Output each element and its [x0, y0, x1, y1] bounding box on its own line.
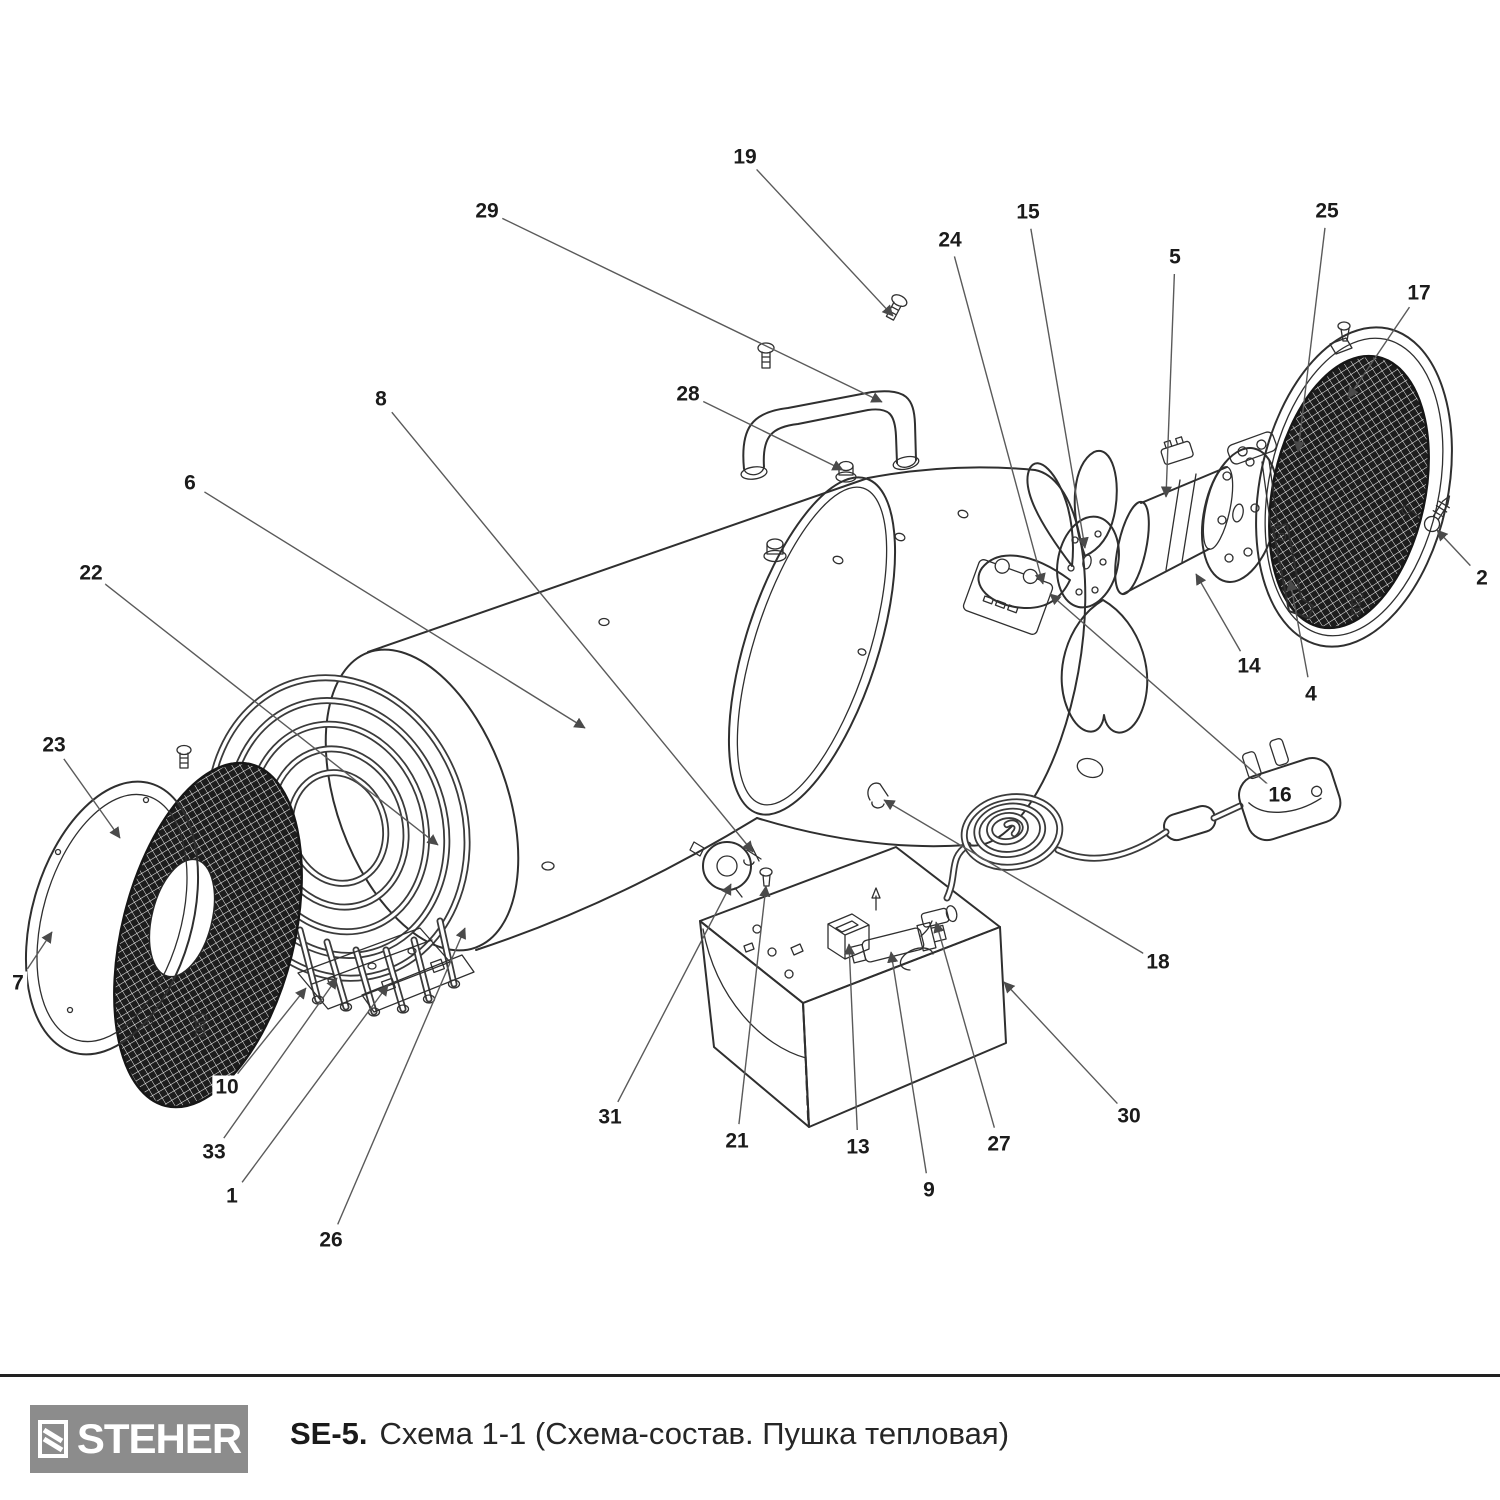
handle — [740, 390, 920, 480]
leader-15 — [1030, 228, 1089, 549]
hose-fitting — [920, 905, 958, 928]
leader-10 — [237, 987, 307, 1075]
steher-logo: STEHER — [30, 1405, 248, 1473]
leader-33 — [223, 977, 338, 1139]
main-body — [324, 466, 1104, 952]
handle-screw-a — [757, 342, 775, 369]
callout-23: 23 — [39, 733, 69, 757]
model-code: SE-5. — [290, 1416, 368, 1451]
front-grille-screw-bottom — [192, 1012, 208, 1037]
callout-28: 28 — [673, 382, 703, 406]
callout-9: 9 — [920, 1178, 938, 1202]
leader-17 — [1347, 306, 1411, 399]
callout-6: 6 — [181, 471, 199, 495]
handle-screw-b — [885, 294, 908, 321]
caption-text: Схема 1-1 (Схема-состав. Пушка тепловая) — [379, 1416, 1010, 1451]
callout-29: 29 — [472, 199, 502, 223]
front-grille-screw-top — [176, 744, 192, 769]
callout-30: 30 — [1114, 1104, 1144, 1128]
callout-25: 25 — [1312, 199, 1342, 223]
leader-23 — [63, 758, 121, 839]
rating-plate-cutout — [962, 558, 1054, 635]
fan — [977, 449, 1149, 734]
rear-grille-mesh — [1268, 354, 1430, 630]
callout-19: 19 — [730, 145, 760, 169]
grille-screw-top — [1337, 321, 1351, 342]
callout-14: 14 — [1234, 654, 1264, 678]
callout-33: 33 — [199, 1140, 229, 1164]
handle-nut-a — [763, 538, 787, 563]
leader-6 — [204, 491, 586, 729]
flame-sensor — [743, 844, 762, 866]
power-cord — [943, 793, 1170, 902]
callout-4: 4 — [1302, 682, 1320, 706]
callout-8: 8 — [372, 387, 390, 411]
leader-29 — [501, 217, 883, 403]
front-grille-mesh — [113, 761, 303, 1109]
callout-13: 13 — [843, 1135, 873, 1159]
footer: STEHER SE-5. Схема 1-1 (Схема-состав. Пуш… — [0, 1374, 1500, 1500]
motor — [1114, 436, 1234, 596]
steher-logo-icon — [37, 1420, 68, 1458]
leader-27 — [933, 921, 996, 1128]
knob — [689, 841, 752, 898]
front-ring — [24, 780, 200, 1056]
leader-4 — [1286, 579, 1309, 678]
leader-26 — [337, 927, 467, 1225]
callout-22: 22 — [76, 561, 106, 585]
box-screw — [759, 867, 773, 887]
mount-bracket — [1272, 523, 1314, 619]
callout-10: 10 — [212, 1075, 242, 1099]
leader-13 — [843, 943, 858, 1131]
leader-14 — [1195, 573, 1242, 652]
callout-1: 1 — [223, 1184, 241, 1208]
callout-5: 5 — [1166, 245, 1184, 269]
callout-18: 18 — [1143, 950, 1173, 974]
grille-bracket-upper — [1227, 431, 1277, 465]
callout-31: 31 — [595, 1105, 625, 1129]
leader-25 — [1293, 227, 1326, 453]
leader-5 — [1160, 273, 1176, 498]
leader-8 — [391, 411, 754, 853]
caption: SE-5. Схема 1-1 (Схема-состав. Пушка тепл… — [290, 1416, 1009, 1452]
cord-clamp — [867, 782, 889, 809]
callout-7: 7 — [9, 971, 27, 995]
leader-18 — [883, 799, 1144, 954]
leader-19 — [756, 168, 894, 317]
callout-21: 21 — [722, 1129, 752, 1153]
footer-divider — [0, 1374, 1500, 1377]
leader-24 — [953, 256, 1046, 585]
leader-28 — [702, 400, 844, 471]
leader-22 — [103, 582, 439, 846]
leader-21 — [738, 885, 771, 1125]
callout-24: 24 — [935, 228, 965, 252]
leader-7 — [26, 931, 53, 970]
grille-screw-side — [1423, 495, 1451, 533]
switch — [827, 913, 870, 960]
callout-2: 2 — [1473, 566, 1491, 590]
callout-16: 16 — [1265, 783, 1295, 807]
leader-lines — [26, 168, 1471, 1225]
leader-16 — [1049, 593, 1268, 785]
handle-nut-b — [835, 460, 857, 483]
callout-26: 26 — [316, 1228, 346, 1252]
leader-31 — [617, 883, 732, 1103]
leader-1 — [241, 984, 389, 1183]
leader-30 — [1003, 981, 1118, 1105]
callout-27: 27 — [984, 1132, 1014, 1156]
power-plug — [1163, 738, 1342, 842]
control-box — [699, 846, 1007, 1128]
leader-2 — [1436, 529, 1471, 567]
grille-screw-bottom — [1348, 591, 1364, 615]
callout-15: 15 — [1013, 200, 1043, 224]
callout-17: 17 — [1404, 281, 1434, 305]
brand-name: STEHER — [76, 1415, 242, 1462]
leader-9 — [887, 951, 928, 1174]
